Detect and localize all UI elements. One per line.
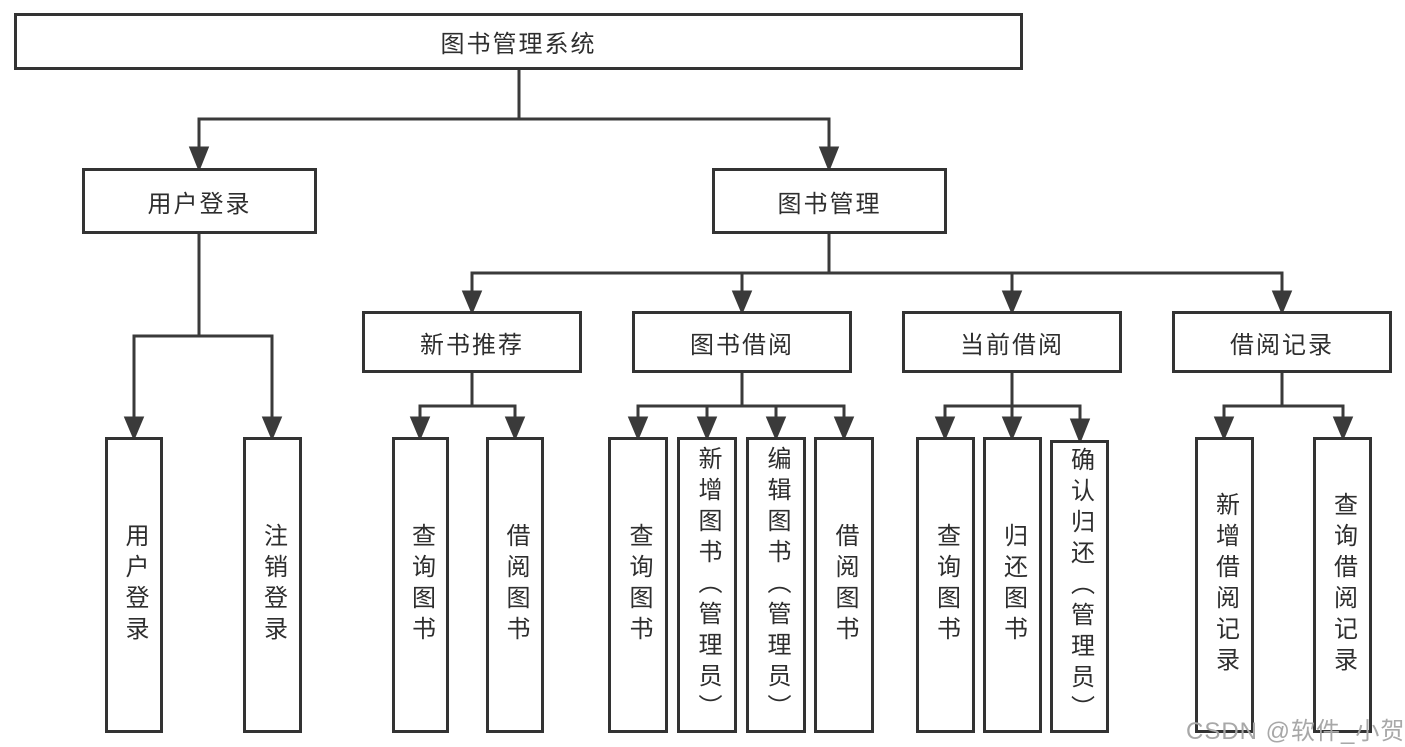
leaf-records-add-record: 新增借阅记录 (1195, 437, 1254, 733)
connector-new-book-recommend-branch (409, 371, 526, 441)
node-borrow-records: 借阅记录 (1172, 311, 1392, 373)
leaf-records-add-record-label: 新增借阅记录 (1211, 492, 1239, 678)
node-user-login: 用户登录 (82, 168, 317, 234)
leaf-logout-label: 注销登录 (259, 523, 287, 647)
leaf-borrow-borrow-books-label: 借阅图书 (831, 523, 858, 647)
connector-user-login-branch (123, 232, 283, 441)
leaf-current-query-books-label: 查询图书 (932, 523, 960, 647)
leaf-logout: 注销登录 (243, 437, 302, 733)
leaf-current-confirm-return-admin-label: 确认归还（管理员） (1066, 447, 1094, 726)
leaf-borrow-query-books-label: 查询图书 (625, 523, 652, 647)
node-book-management-label: 图书管理 (777, 190, 882, 218)
leaf-recommend-query-books: 查询图书 (392, 437, 449, 733)
leaf-records-query-record: 查询借阅记录 (1313, 437, 1372, 733)
node-borrow-records-label: 借阅记录 (1230, 331, 1334, 359)
connector-current-borrow-branch (934, 371, 1091, 445)
node-root-system: 图书管理系统 (14, 13, 1023, 70)
leaf-borrow-borrow-books: 借阅图书 (814, 437, 874, 733)
leaf-recommend-borrow-books-label: 借阅图书 (502, 523, 529, 647)
leaf-records-query-record-label: 查询借阅记录 (1329, 492, 1357, 678)
leaf-recommend-borrow-books: 借阅图书 (486, 437, 544, 733)
leaf-recommend-query-books-label: 查询图书 (407, 523, 435, 647)
leaf-borrow-query-books: 查询图书 (608, 437, 668, 733)
node-book-borrow-label: 图书借阅 (690, 331, 794, 359)
leaf-borrow-add-books-admin-label: 新增图书（管理员） (694, 445, 721, 725)
node-current-borrow-label: 当前借阅 (960, 331, 1064, 359)
leaf-current-query-books: 查询图书 (916, 437, 975, 733)
leaf-borrow-edit-books-admin-label: 编辑图书（管理员） (763, 445, 790, 725)
node-book-borrow: 图书借阅 (632, 311, 852, 373)
connector-borrow-records-branch (1213, 371, 1354, 441)
node-new-book-recommend: 新书推荐 (362, 311, 582, 373)
csdn-watermark: CSDN @软件_小贺同学 (1186, 718, 1405, 745)
node-new-book-recommend-label: 新书推荐 (420, 331, 524, 359)
node-user-login-label: 用户登录 (147, 190, 252, 218)
connector-root-to-level2 (188, 68, 840, 173)
leaf-user-login: 用户登录 (105, 437, 163, 733)
node-root-system-label: 图书管理系统 (440, 31, 597, 58)
leaf-borrow-edit-books-admin: 编辑图书（管理员） (746, 437, 806, 733)
leaf-user-login-label: 用户登录 (121, 523, 148, 647)
leaf-current-return-books: 归还图书 (983, 437, 1042, 733)
node-book-management: 图书管理 (712, 168, 947, 234)
leaf-current-return-books-label: 归还图书 (999, 523, 1027, 647)
connector-book-management-to-level3 (461, 232, 1293, 315)
leaf-current-confirm-return-admin: 确认归还（管理员） (1050, 440, 1109, 733)
leaf-borrow-add-books-admin: 新增图书（管理员） (677, 437, 737, 733)
connector-book-borrow-branch (627, 371, 855, 441)
node-current-borrow: 当前借阅 (902, 311, 1122, 373)
